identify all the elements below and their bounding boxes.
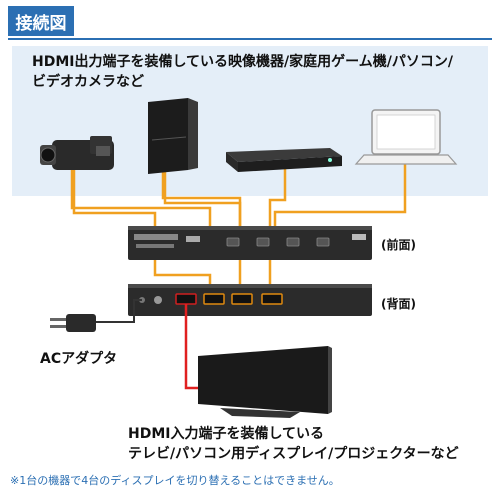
source-caption-line2: ビデオカメラなど: [32, 74, 144, 90]
front-label: (前面): [381, 238, 416, 252]
blu-ray-player-icon: [226, 148, 342, 172]
video-camera-icon: [40, 136, 114, 170]
source-caption-line1: HDMI出力端子を装備している映像機器/家庭用ゲーム機/パソコン/: [32, 54, 453, 70]
ac-adapter-icon: [50, 299, 142, 332]
ac-adapter-label: ACアダプタ: [40, 351, 118, 367]
tv-display-icon: [198, 346, 332, 418]
switcher-back: [128, 284, 372, 316]
display-caption-line2: テレビ/パソコン用ディスプレイ/プロジェクターなど: [128, 446, 459, 462]
source-devices-caption: HDMI出力端子を装備している映像機器/家庭用ゲーム機/パソコン/ ビデオカメラ…: [32, 52, 482, 92]
display-caption-line1: HDMI入力端子を装備している: [128, 426, 325, 442]
game-console-icon: [148, 98, 198, 174]
section-title: 接続図: [8, 6, 74, 36]
display-caption: HDMI入力端子を装備している テレビ/パソコン用ディスプレイ/プロジェクターな…: [128, 424, 488, 464]
section-header: 接続図: [8, 6, 492, 40]
laptop-icon: [354, 109, 458, 165]
back-label: (背面): [381, 297, 416, 311]
switcher-front: [128, 226, 372, 260]
footnote: ※1台の機器で4台のディスプレイを切り替えることはできません。: [10, 474, 340, 487]
